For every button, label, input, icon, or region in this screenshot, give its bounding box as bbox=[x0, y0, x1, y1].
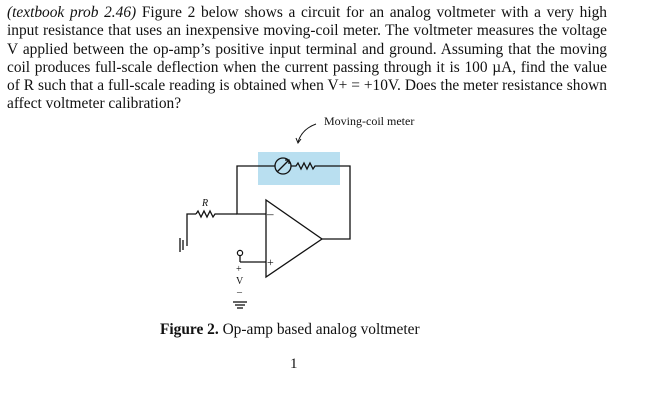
ground-icon bbox=[179, 238, 184, 252]
figure-caption-label: Figure 2. bbox=[160, 321, 219, 338]
op-amp-minus-label: – bbox=[266, 206, 274, 221]
figure-caption: Figure 2. Op-amp based analog voltmeter bbox=[160, 321, 420, 339]
op-amp-plus-label: + bbox=[267, 255, 274, 269]
circuit-figure: Moving-coil meter – + R + bbox=[179, 114, 414, 309]
resistor-label: R bbox=[201, 198, 208, 209]
source-v-label: V bbox=[236, 276, 244, 287]
meter-highlight-box bbox=[258, 152, 340, 185]
figure-caption-text: Op-amp based analog voltmeter bbox=[218, 321, 420, 338]
source-ground-icon bbox=[233, 301, 247, 309]
input-terminal-icon bbox=[236, 249, 244, 257]
meter-label: Moving-coil meter bbox=[324, 114, 414, 128]
op-amp-icon bbox=[265, 198, 324, 279]
page-number: 1 bbox=[290, 356, 298, 372]
problem-statement: (textbook prob 2.46) Figure 2 below show… bbox=[7, 4, 607, 114]
circuit-wires bbox=[186, 165, 351, 263]
source-minus-label: – bbox=[236, 287, 243, 298]
problem-reference: (textbook prob 2.46) bbox=[7, 4, 137, 21]
meter-label-pointer bbox=[297, 123, 317, 143]
source-plus-label: + bbox=[236, 264, 242, 275]
problem-text: Figure 2 below shows a circuit for an an… bbox=[7, 4, 607, 113]
